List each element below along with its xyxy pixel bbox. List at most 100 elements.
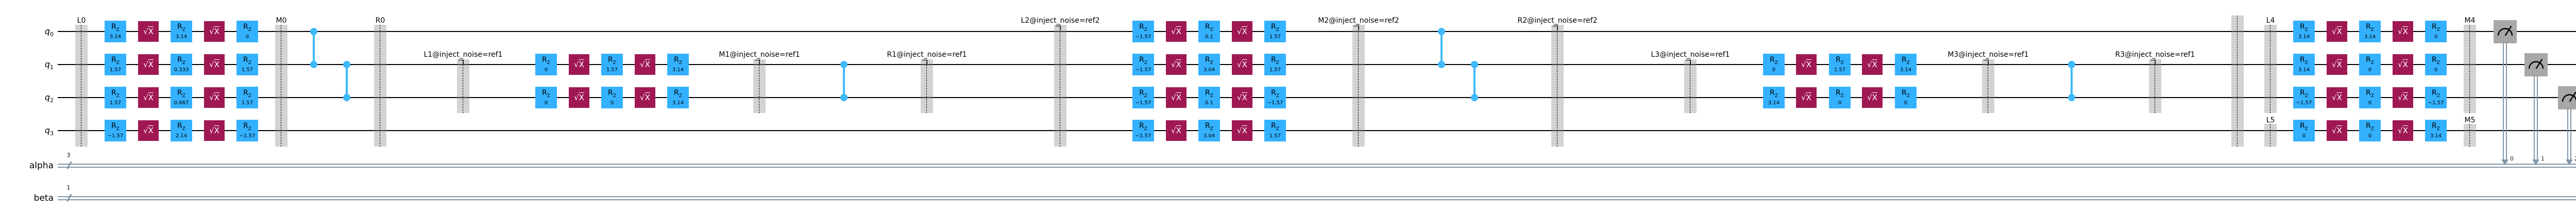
qubit-label-q2: q2 <box>44 92 54 104</box>
measure-meter-icon <box>2562 91 2576 102</box>
cz-control-dot-q1 <box>840 61 848 68</box>
measure-arrow-line-right-q2 <box>2570 108 2571 160</box>
rz-gate-symbol: RZ <box>1271 122 1279 132</box>
gate-sx-q2-col2: √X <box>138 87 159 108</box>
gate-sx-q1-col42: √X <box>2327 54 2347 75</box>
barrier-label-R2@inject_noise=ref2: R2@inject_noise=ref2 <box>1517 17 1598 25</box>
rz-gate-angle: 3.14 <box>2298 34 2310 40</box>
rz-gate-angle: 0 <box>544 100 548 106</box>
rz-gate-symbol: RZ <box>111 89 120 99</box>
rz-gate-symbol: RZ <box>1139 56 1147 66</box>
measure-meter-icon <box>2497 25 2513 36</box>
rz-gate-angle: −1.57 <box>1135 67 1151 73</box>
rz-gate-symbol: RZ <box>1770 89 1778 99</box>
rz-gate-symbol: RZ <box>243 122 251 132</box>
rz-gate-angle: 3.14 <box>109 34 122 40</box>
creg-size-beta: 1 <box>66 184 71 191</box>
gate-sx-q2-col42: √X <box>2327 87 2347 108</box>
sqrt-x-gate-symbol: √X <box>574 60 584 69</box>
barrier-label-M1@inject_noise=ref1: M1@inject_noise=ref1 <box>719 51 800 59</box>
barrier-label-tick-M1@inject_noise=ref1 <box>755 60 760 64</box>
rz-gate-angle: 1.57 <box>109 100 122 106</box>
rz-gate-angle: 0.667 <box>174 100 189 106</box>
rz-gate-symbol: RZ <box>1836 56 1844 66</box>
rz-gate-angle: 3.14 <box>2364 34 2376 40</box>
rz-gate-symbol: RZ <box>1139 89 1147 99</box>
rz-gate-symbol: RZ <box>111 56 120 66</box>
gate-rz-q0-col20: RZ−1.57 <box>1132 21 1154 42</box>
sqrt-x-gate-symbol: √X <box>1801 93 1811 102</box>
rz-gate-angle: −1.57 <box>107 133 124 139</box>
rz-gate-angle: 0 <box>544 67 548 73</box>
gate-sx-q0-col21: √X <box>1166 21 1187 42</box>
rz-gate-symbol: RZ <box>1902 56 1910 66</box>
rz-gate-symbol: RZ <box>1205 89 1213 99</box>
rz-gate-symbol: RZ <box>608 56 616 66</box>
sqrt-x-gate-symbol: √X <box>1171 60 1181 69</box>
gate-sx-q2-col12: √X <box>569 87 589 108</box>
rz-gate-symbol: RZ <box>2300 122 2308 132</box>
qubit-label-q1: q1 <box>44 59 54 71</box>
cz-control-dot-q1 <box>310 61 317 68</box>
measure-gate-q1 <box>2524 53 2548 76</box>
rz-gate-angle: 3.14 <box>175 34 188 40</box>
rz-gate-angle: 3.04 <box>1203 67 1215 73</box>
rz-gate-angle: 1.57 <box>606 67 618 73</box>
rz-gate-symbol: RZ <box>1271 23 1279 33</box>
rz-gate-angle: 1.57 <box>241 67 253 73</box>
gate-sx-q1-col44: √X <box>2393 54 2413 75</box>
barrier-label-tick-M2@inject_noise=ref2 <box>1354 26 1359 30</box>
rz-gate-angle: 0 <box>2434 34 2438 40</box>
rz-gate-angle: 1.57 <box>241 100 253 106</box>
rz-gate-angle: 0 <box>2368 100 2372 106</box>
creg-wire-beta-bottom <box>58 199 2576 200</box>
gate-sx-q3-col21: √X <box>1166 120 1187 141</box>
cz-connector-q1-q2 <box>843 65 845 98</box>
gate-rz-q2-col41: RZ−1.57 <box>2293 87 2315 108</box>
rz-gate-angle: 1.57 <box>1269 34 1281 40</box>
rz-gate-symbol: RZ <box>243 56 251 66</box>
measure-arrowhead-q0 <box>2501 160 2509 165</box>
sqrt-x-gate-symbol: √X <box>2398 27 2408 36</box>
sqrt-x-gate-symbol: √X <box>574 93 584 102</box>
sqrt-x-gate-symbol: √X <box>143 126 154 135</box>
barrier-label-M5: M5 <box>2464 116 2476 124</box>
barrier-label-M2@inject_noise=ref2: M2@inject_noise=ref2 <box>1318 17 1399 25</box>
gate-sx-q3-col44: √X <box>2393 120 2413 141</box>
qubit-wire-q0 <box>58 30 2576 33</box>
rz-gate-angle: −1.57 <box>1135 133 1151 139</box>
rz-gate-angle: 1.57 <box>1269 67 1281 73</box>
rz-gate-symbol: RZ <box>2366 56 2374 66</box>
rz-gate-angle: 0.1 <box>1205 100 1213 106</box>
barrier-label-tick-L1@inject_noise=ref1 <box>459 60 464 64</box>
gate-sx-q1-col2: √X <box>138 54 159 75</box>
gate-sx-q2-col44: √X <box>2393 87 2413 108</box>
barrier-label-tick-R3@inject_noise=ref1 <box>2150 60 2156 64</box>
rz-gate-angle: 0 <box>2368 133 2372 139</box>
barrier-label-L1@inject_noise=ref1: L1@inject_noise=ref1 <box>423 51 503 59</box>
qubit-label-q0: q0 <box>44 26 54 38</box>
barrier-dash-M5 <box>2469 124 2470 147</box>
barrier-label-M0: M0 <box>276 17 287 25</box>
cz-control-dot-q0 <box>310 28 317 35</box>
rz-gate-symbol: RZ <box>177 23 185 33</box>
gate-rz-q3-col5: RZ−1.57 <box>236 120 258 141</box>
rz-gate-symbol: RZ <box>1271 56 1279 66</box>
rz-gate-angle: 1.57 <box>1269 133 1281 139</box>
creg-label-alpha: alpha <box>29 161 54 171</box>
rz-gate-angle: 0 <box>2302 133 2306 139</box>
